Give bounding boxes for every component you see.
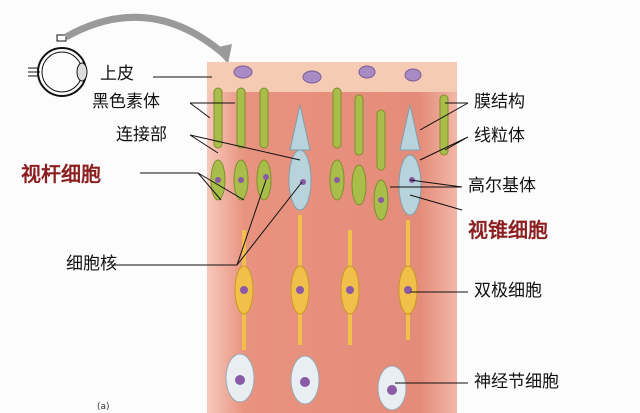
- retina-tissue: [207, 62, 457, 413]
- nuclei: [215, 174, 415, 395]
- label-rod-cell: 视杆细胞: [21, 162, 101, 186]
- label-golgi: 高尔基体: [468, 176, 536, 196]
- label-connecting-part: 连接部: [116, 125, 167, 145]
- cone-cells: [288, 104, 422, 216]
- label-cone-cell: 视锥细胞: [468, 218, 548, 242]
- label-ganglion-cell: 神经节细胞: [474, 372, 559, 392]
- leader-lines: [111, 76, 469, 384]
- arrow-icon: [64, 13, 228, 58]
- label-melanosome: 黑色素体: [92, 92, 160, 112]
- label-mitochondria: 线粒体: [474, 126, 525, 146]
- label-nucleus: 细胞核: [66, 254, 117, 274]
- rod-cells: [210, 87, 449, 221]
- eye-icon: [28, 34, 88, 97]
- figure-caption: (a): [97, 402, 110, 412]
- label-membrane-structure: 膜结构: [474, 92, 525, 112]
- label-bipolar-cell: 双极细胞: [474, 281, 542, 301]
- label-epithelium: 上皮: [100, 64, 134, 84]
